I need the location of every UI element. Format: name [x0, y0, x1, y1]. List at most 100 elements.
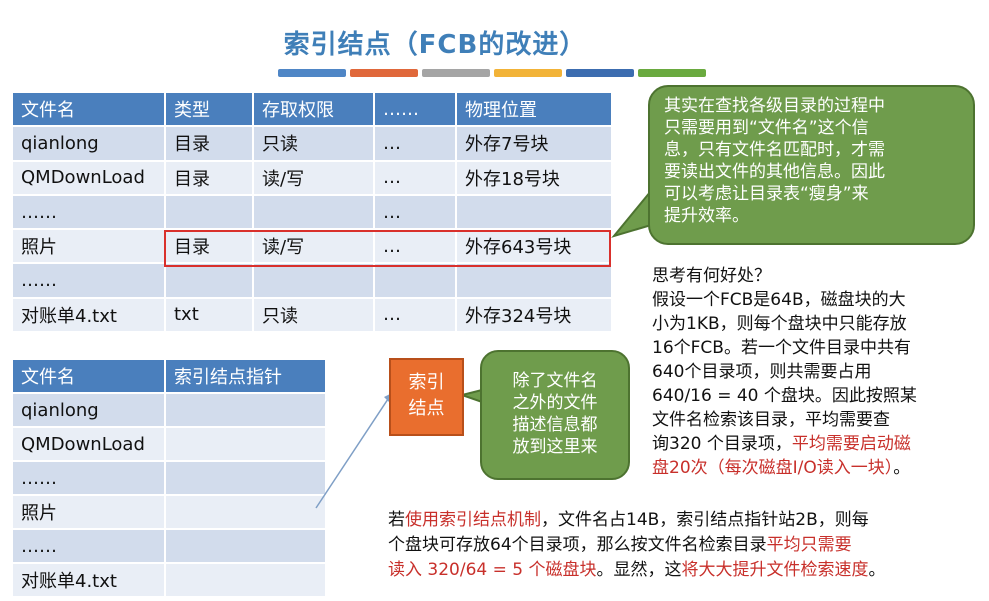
column-header: 文件名 — [11, 90, 166, 128]
table-row: QMDownLoad — [11, 426, 327, 462]
think-line: 文件名检索该目录，平均需要查 — [652, 410, 890, 430]
column-header: 物理位置 — [455, 90, 613, 128]
bottom-line: 读入 320/64 = 5 个磁盘块。显然，这将大大提升文件检索速度。 — [388, 558, 984, 583]
table-cell — [164, 392, 327, 428]
think-line: 假设一个FCB是64B，磁盘块的大 — [652, 290, 906, 310]
think-line: 640/16 = 40 个盘块。因此按照某 — [652, 386, 917, 406]
table-cell — [164, 494, 327, 530]
think-line: 小为1KB，则每个盘块中只能存放 — [652, 314, 907, 334]
index-node-label: 结点 — [408, 398, 445, 419]
color-bar-4 — [494, 69, 562, 77]
bottom-red-text: 读入 320/64 = 5 个磁盘块 — [388, 560, 597, 580]
table-cell: 外存18号块 — [455, 159, 613, 196]
speech-bubble-body: 除了文件名 之外的文件 描述信息都 放到这里来 — [480, 350, 630, 480]
table-cell: …… — [11, 460, 166, 496]
column-header: 存取权限 — [252, 90, 375, 128]
think-paragraph: 思考有何好处？ 假设一个FCB是64B，磁盘块的大 小为1KB，则每个盘块中只能… — [652, 264, 982, 480]
table-cell — [373, 262, 457, 299]
table-cell — [455, 193, 613, 231]
bottom-text: 个盘块可存放64个目录项，那么按文件名检索目录 — [388, 535, 767, 555]
bottom-text: ，文件名占14B，索引结点指针站2B，则每 — [541, 510, 869, 530]
bubble-line: 只需要用到“文件名”这个信 — [664, 118, 869, 138]
color-bar-3 — [422, 69, 490, 77]
table-cell: 照片 — [11, 494, 166, 530]
arrow-line — [315, 392, 393, 509]
table-row: …… — [11, 262, 613, 299]
table-cell — [252, 193, 375, 231]
table-cell: 只读 — [252, 296, 375, 334]
table-row: QMDownLoad 目录 读/写 … 外存18号块 — [11, 159, 613, 196]
table-cell: …… — [11, 193, 166, 231]
table-cell: 目录 — [164, 159, 254, 196]
table-cell: … — [373, 159, 457, 196]
table-cell: qianlong — [11, 125, 166, 162]
table-row: 照片 — [11, 494, 327, 530]
bottom-line: 若使用索引结点机制，文件名占14B，索引结点指针站2B，则每 — [388, 508, 984, 533]
bottom-line: 个盘块可存放64个目录项，那么按文件名检索目录平均只需要 — [388, 533, 984, 558]
speech-bubble-body: 其实在查找各级目录的过程中 只需要用到“文件名”这个信 息，只有文件名匹配时，才… — [648, 85, 975, 245]
table-cell — [164, 426, 327, 462]
table-row: …… — [11, 528, 327, 564]
color-bar-2 — [350, 69, 418, 77]
table-cell: … — [373, 125, 457, 162]
think-line-mixed: 盘20次（每次磁盘I/O读入一块）。 — [652, 456, 982, 480]
table-cell: 读/写 — [252, 228, 375, 265]
table-cell: …… — [11, 528, 166, 564]
table-cell: … — [373, 296, 457, 334]
column-header: …… — [373, 90, 457, 128]
index-node-box: 索引 结点 — [389, 358, 464, 436]
column-header: 索引结点指针 — [164, 358, 327, 394]
bottom-text: 。显然，这 — [596, 560, 682, 580]
speech-bubble-explanation: 其实在查找各级目录的过程中 只需要用到“文件名”这个信 息，只有文件名匹配时，才… — [598, 85, 978, 270]
bubble-line: 要读出文件的其他信息。因此 — [664, 162, 885, 182]
row-highlight-box — [164, 230, 611, 267]
table-cell: qianlong — [11, 392, 166, 428]
table-cell: 外存7号块 — [455, 125, 613, 162]
bubble-line: 之外的文件 — [512, 393, 598, 413]
table-cell — [455, 262, 613, 299]
bubble-line: 放到这里来 — [512, 437, 598, 457]
table-cell: 对账单4.txt — [11, 562, 166, 598]
index-node-label: 索引 — [408, 372, 445, 393]
table-cell: txt — [164, 296, 254, 334]
think-red-text: 盘20次（每次磁盘I/O读入一块） — [652, 458, 894, 478]
table-cell: 只读 — [252, 125, 375, 162]
bubble-line: 除了文件名 — [512, 371, 598, 391]
table-row: 对账单4.txt txt 只读 … 外存324号块 — [11, 296, 613, 334]
fcb-directory-table: 文件名 类型 存取权限 …… 物理位置 qianlong 目录 只读 … 外存7… — [11, 90, 613, 334]
table-cell — [164, 460, 327, 496]
table-cell: 对账单4.txt — [11, 296, 166, 334]
bottom-red-text: 将大大提升文件检索速度 — [681, 560, 869, 580]
table-cell: 照片 — [11, 228, 166, 265]
table-row: 照片 目录 读/写 … 外存643号块 — [11, 228, 613, 265]
table-cell: … — [373, 193, 457, 231]
speech-bubble-index-node: 除了文件名 之外的文件 描述信息都 放到这里来 — [470, 350, 640, 485]
index-node-directory-table: 文件名 索引结点指针 qianlong QMDownLoad …… 照片 …… … — [11, 358, 327, 598]
table-row: …… … — [11, 193, 613, 231]
table-row: qianlong 目录 只读 … 外存7号块 — [11, 125, 613, 162]
think-end: 。 — [893, 458, 911, 478]
bottom-text: 。 — [868, 560, 886, 580]
table-cell — [164, 262, 254, 299]
bubble-line: 可以考虑让目录表“瘦身”来 — [664, 184, 869, 204]
bottom-red-text: 使用索引结点机制 — [405, 510, 541, 530]
column-header: 文件名 — [11, 358, 166, 394]
think-line: 16个FCB。若一个文件目录中共有 — [652, 338, 911, 358]
think-line-mixed: 询320 个目录项，平均需要启动磁 — [652, 432, 982, 456]
table-cell: …… — [11, 262, 166, 299]
bottom-paragraph: 若使用索引结点机制，文件名占14B，索引结点指针站2B，则每 个盘块可存放64个… — [388, 508, 984, 583]
bubble-line: 其实在查找各级目录的过程中 — [664, 96, 885, 116]
page-title: 索引结点（FCB的改进） — [283, 30, 587, 60]
think-red-text: 平均需要启动磁 — [791, 434, 911, 454]
table-row: 对账单4.txt — [11, 562, 327, 598]
table-cell: 目录 — [164, 125, 254, 162]
table-cell: 外存324号块 — [455, 296, 613, 334]
table-cell: QMDownLoad — [11, 159, 166, 196]
think-line: 思考有何好处？ — [652, 266, 771, 286]
color-bar-6 — [638, 69, 706, 77]
table-cell — [252, 262, 375, 299]
table-cell — [164, 562, 327, 598]
think-line: 640个目录项，则共需要占用 — [652, 362, 872, 382]
table-row: qianlong — [11, 392, 327, 428]
table-header-row: 文件名 类型 存取权限 …… 物理位置 — [11, 90, 613, 128]
